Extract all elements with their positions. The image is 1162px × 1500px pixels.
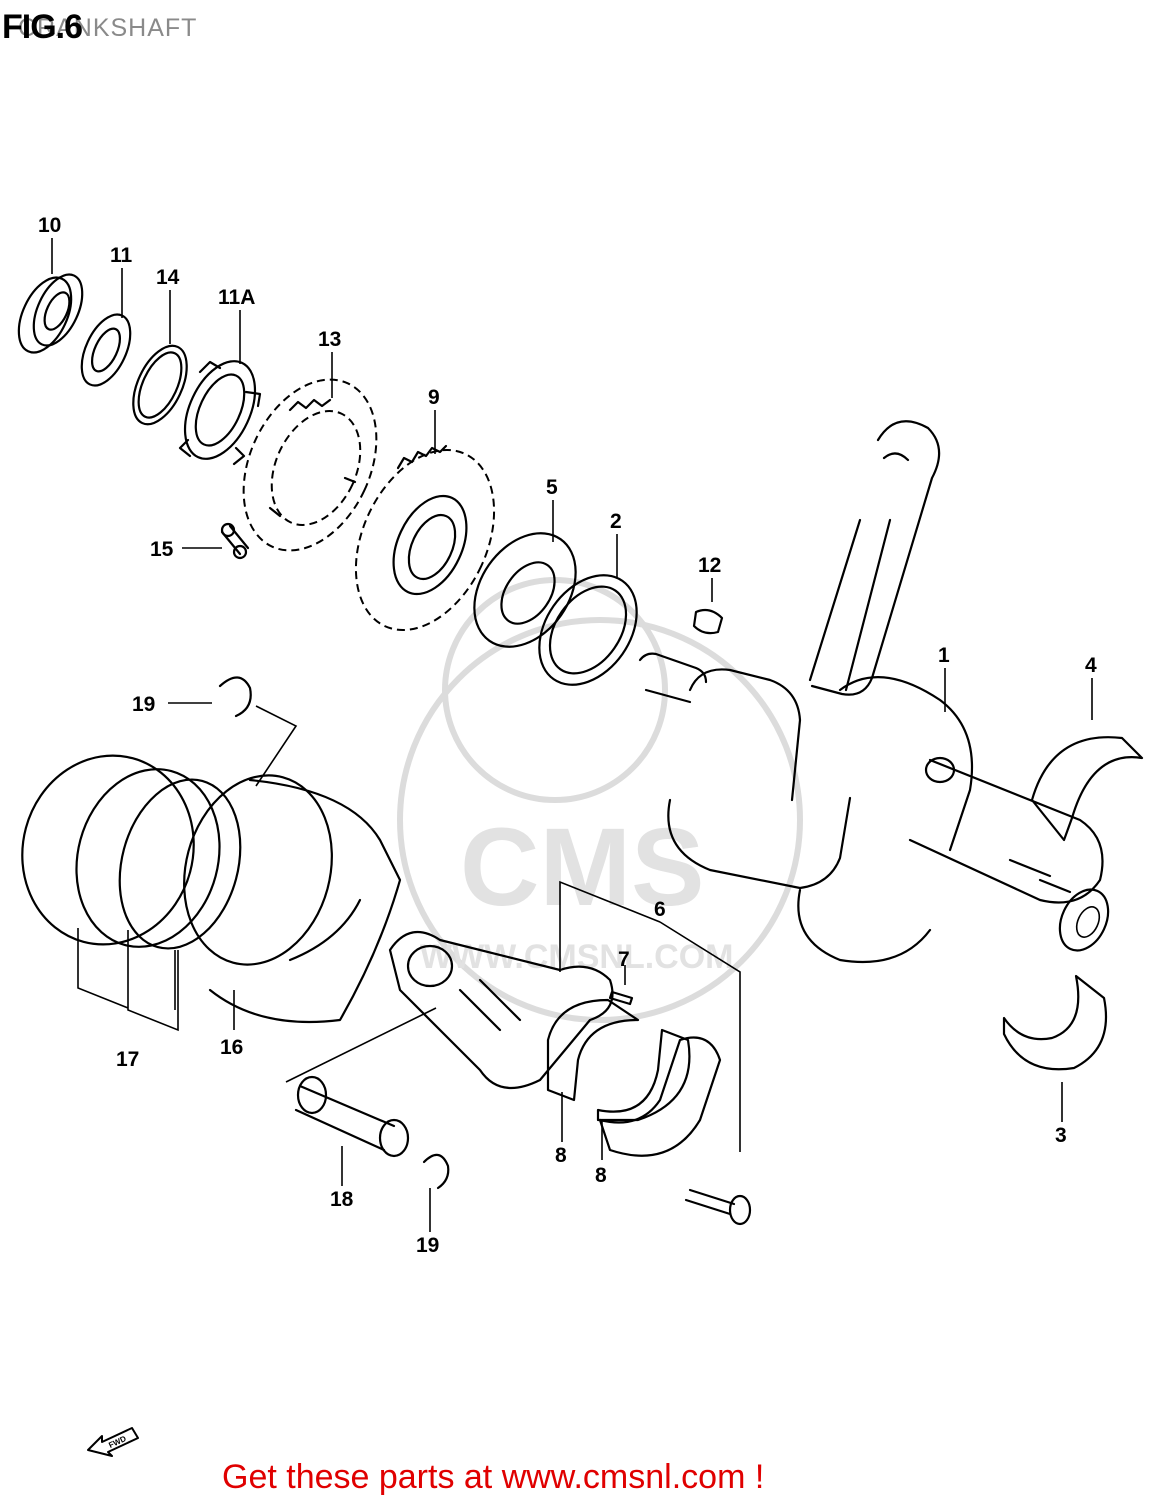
callout-3: 3 — [1055, 1124, 1067, 1147]
callout-7: 7 — [618, 948, 630, 971]
callout-13: 13 — [318, 328, 341, 351]
callout-11a: 11A — [218, 286, 255, 309]
callout-6: 6 — [654, 898, 666, 921]
leader-lines — [51, 238, 1093, 1232]
callouts: 10 11 14 11A 13 9 5 2 12 15 1 4 19 6 7 1… — [38, 214, 1097, 1257]
part-8-bearing-upper — [546, 998, 640, 1102]
callout-8-lower: 8 — [595, 1164, 607, 1187]
diagram-subtitle: CRANKSHAFT — [18, 14, 198, 42]
figure-number: FIG.6 — [2, 8, 83, 46]
part-19-circlip-lower — [422, 1153, 450, 1190]
callout-1: 1 — [938, 644, 950, 667]
part-8-bearing-lower — [596, 1028, 691, 1122]
callout-12: 12 — [698, 554, 721, 577]
part-18-piston-pin — [294, 1075, 410, 1158]
callout-15: 15 — [150, 538, 174, 561]
part-16-piston — [183, 774, 402, 1024]
callout-19-lower: 19 — [416, 1234, 439, 1257]
part-9-primary-gear — [354, 444, 496, 631]
footer-link[interactable]: Get these parts at www.cmsnl.com ! — [222, 1458, 765, 1496]
part-5-spacer — [473, 532, 577, 648]
callout-2: 2 — [610, 510, 622, 533]
part-2-washer — [538, 574, 638, 686]
part-13-gear — [242, 378, 378, 552]
callout-14: 14 — [156, 266, 180, 289]
watermark-brand: CMS — [460, 806, 704, 929]
part-4-bearing — [1030, 736, 1144, 842]
part-1-crankshaft — [638, 420, 1110, 964]
callout-4: 4 — [1085, 654, 1097, 677]
callout-10: 10 — [38, 214, 61, 237]
callout-17: 17 — [116, 1048, 139, 1071]
callout-11: 11 — [110, 244, 133, 267]
callout-19-upper: 19 — [132, 693, 155, 716]
part-17-piston-rings — [21, 754, 242, 950]
watermark-url: WWW.CMSNL.COM — [420, 938, 734, 976]
callout-5: 5 — [546, 476, 558, 499]
watermark: CMS WWW.CMSNL.COM — [397, 577, 803, 1023]
part-10-oil-seal — [17, 273, 84, 354]
part-11a-lock-washer — [178, 360, 262, 466]
callout-8-upper: 8 — [555, 1144, 567, 1167]
conrod-cap — [598, 1036, 722, 1157]
part-7-pin — [608, 990, 634, 1006]
callout-18: 18 — [330, 1188, 354, 1211]
callout-16: 16 — [220, 1036, 243, 1059]
forward-arrow-icon: FWD — [87, 1427, 139, 1457]
part-19-circlip-upper — [218, 676, 252, 718]
part-15-pin — [220, 522, 250, 560]
part-12-key — [692, 608, 724, 635]
callout-9: 9 — [428, 386, 440, 409]
conrod-bolt — [684, 1188, 752, 1226]
part-6-conrod — [388, 930, 614, 1090]
part-3-bearing — [1002, 974, 1108, 1071]
part-14-circlip — [132, 344, 188, 426]
part-11-washer — [80, 313, 132, 387]
